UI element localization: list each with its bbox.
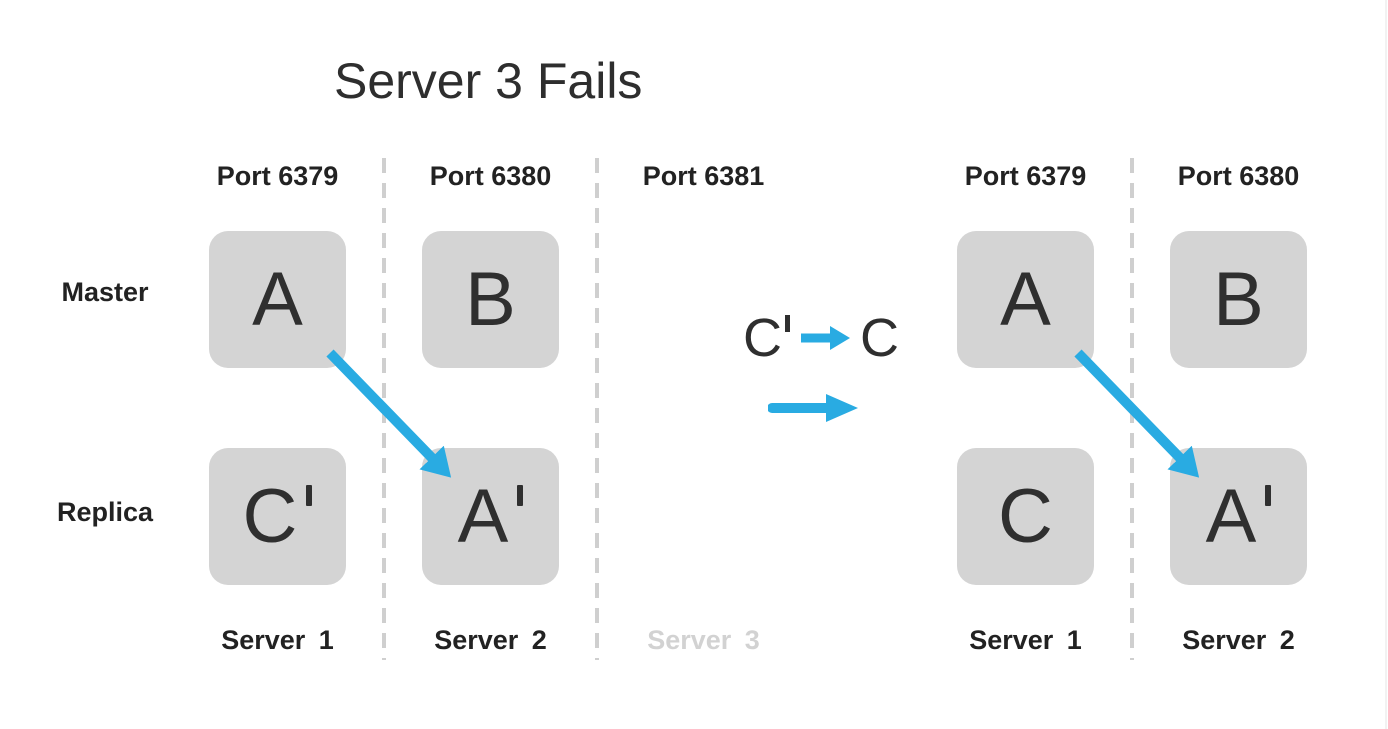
arrow-right-icon (801, 326, 850, 350)
shard-letter: C (743, 308, 782, 368)
promotion-annotation: C' C (738, 309, 904, 367)
server-label-2: Server 2 (1182, 625, 1295, 655)
master-shard-box-b: B (1170, 231, 1307, 368)
replication-arrow-icon (1074, 349, 1200, 478)
row-label-master: Master (61, 277, 149, 307)
replica-shard-box-c: C (957, 448, 1094, 585)
shard-letter: C (998, 473, 1053, 559)
page-edge-divider (1385, 0, 1387, 729)
shard-letter: B (465, 256, 516, 342)
server-label-2: Server 2 (434, 625, 547, 655)
shard-letter: C (242, 473, 298, 559)
replica-shard-box-c-prime: C' (209, 448, 346, 585)
shard-letter: A (252, 256, 303, 342)
diagram-title: Server 3 Fails (334, 53, 643, 109)
replication-arrow-icon (326, 349, 452, 478)
state-change-arrow-icon (768, 394, 858, 422)
port-label-6381: Port 6381 (642, 161, 765, 191)
port-label-6380: Port 6380 (429, 161, 552, 191)
dashed-divider (595, 158, 599, 660)
master-shard-box-b: B (422, 231, 559, 368)
port-label-6379: Port 6379 (216, 161, 339, 191)
cluster-state-after: Port 6379 Port 6380 A B C A ' Server 1 Se… (919, 155, 1345, 665)
shard-letter: A (1205, 473, 1257, 559)
master-shard-box-a: A (209, 231, 346, 368)
server-label-1: Server 1 (221, 625, 334, 655)
master-shard-box-a: A (957, 231, 1094, 368)
port-label-6379: Port 6379 (964, 161, 1087, 191)
row-label-replica: Replica (56, 497, 154, 527)
shard-letter: B (1213, 256, 1264, 342)
server-label-1: Server 1 (969, 625, 1082, 655)
promotion-to: C (860, 308, 899, 368)
server-label-3-failed: Server 3 (647, 625, 760, 655)
prime-mark: ' (785, 314, 790, 332)
promotion-from: C' (743, 311, 790, 365)
shard-letter: A (457, 473, 509, 559)
prime-mark: ' (1265, 485, 1272, 506)
port-label-6380: Port 6380 (1177, 161, 1300, 191)
cluster-state-before: Port 6379 Port 6380 Port 6381 A B C' A' … (171, 155, 810, 665)
prime-mark: ' (517, 485, 524, 506)
prime-mark: ' (306, 485, 313, 506)
shard-letter: A (1000, 256, 1051, 342)
